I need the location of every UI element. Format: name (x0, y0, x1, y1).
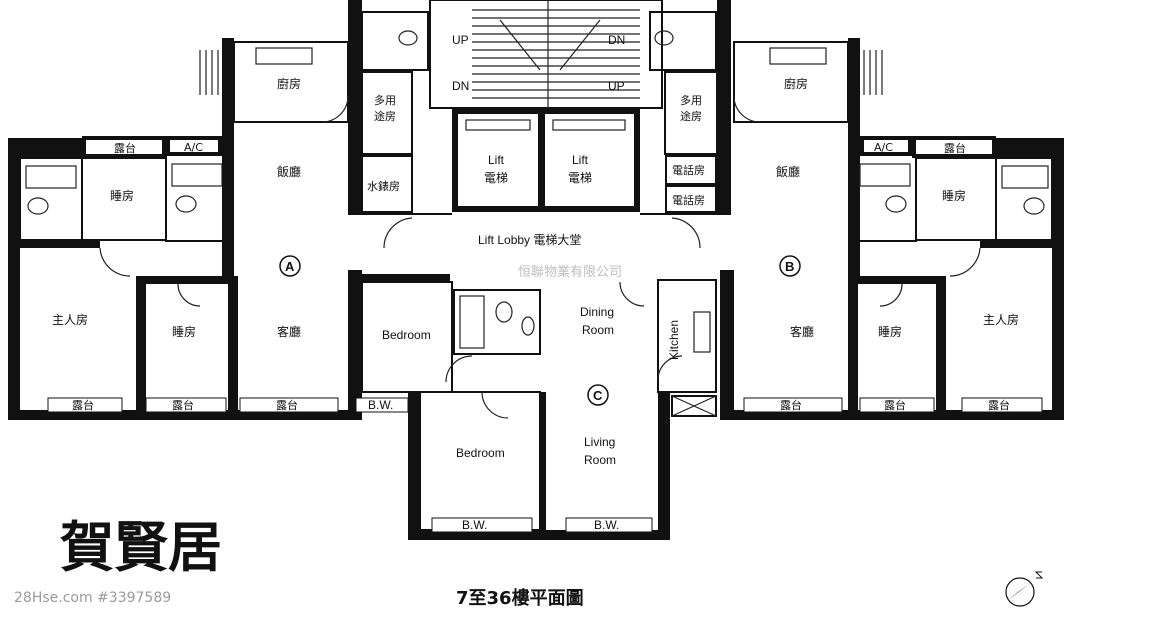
unit-a: 廚房 露台 A/C 睡房 飯廳 A 主人房 睡房 客廳 露 (8, 38, 362, 420)
stair-up-right: UP (608, 79, 625, 93)
unit-c-dining-2: Room (582, 323, 614, 337)
unit-b-marker: B (785, 259, 794, 274)
unit-c-bw-2: B.W. (462, 518, 487, 532)
unit-a-bedroom-1: 睡房 (110, 188, 134, 203)
utility-room-left-2: 途房 (374, 109, 396, 123)
unit-b-bedroom-1: 睡房 (942, 188, 966, 203)
stair-dn-right: DN (608, 33, 625, 47)
utility-room-left-1: 多用 (374, 93, 396, 107)
floor-plan-title: 7至36樓平面圖 (456, 587, 584, 609)
stair-up-left: UP (452, 33, 469, 47)
unit-a-balcony-2: 露台 (172, 398, 194, 412)
unit-a-ac: A/C (184, 141, 203, 154)
unit-b-master-bedroom: 主人房 (983, 312, 1019, 327)
unit-a-dining: 飯廳 (277, 164, 301, 179)
lift-lobby-label: Lift Lobby 電梯大堂 (478, 233, 581, 247)
unit-c-bw-1: B.W. (368, 398, 393, 412)
lift-2-en: Lift (572, 153, 589, 167)
unit-b-dining: 飯廳 (776, 164, 800, 179)
unit-a-marker: A (285, 259, 295, 274)
unit-b-kitchen: 廚房 (784, 76, 808, 91)
utility-room-right-1: 多用 (680, 93, 702, 107)
utility-rooms: 多用 途房 多用 途房 水錶房 電話房 電話房 (361, 71, 718, 213)
unit-b-balcony-3: 露台 (988, 398, 1010, 412)
unit-c-dining-1: Dining (580, 305, 614, 319)
unit-a-balcony-1: 露台 (72, 398, 94, 412)
stair-core: UP DN DN UP (348, 0, 731, 215)
unit-c-marker: C (593, 388, 603, 403)
lift-lobby: Lift Lobby 電梯大堂 (362, 213, 717, 249)
core-toilets (361, 11, 717, 71)
unit-b: 廚房 A/C 露台 睡房 飯廳 B 主人房 睡房 客廳 露台 露台 (720, 38, 1064, 420)
unit-a-kitchen: 廚房 (277, 76, 301, 91)
utility-room-right-2: 途房 (680, 109, 702, 123)
unit-a-top-balcony: 露台 (114, 141, 136, 155)
north-arrow-icon (1005, 571, 1044, 607)
phone-room-1: 電話房 (672, 163, 705, 177)
site-watermark: 28Hse.com #3397589 (14, 590, 171, 606)
unit-c-living-2: Room (584, 453, 616, 467)
water-meter-room: 水錶房 (367, 180, 400, 193)
lift-2-zh: 電梯 (568, 171, 592, 185)
unit-a-balcony-3: 露台 (276, 398, 298, 412)
phone-room-2: 電話房 (672, 193, 705, 207)
unit-c-bw-3: B.W. (594, 518, 619, 532)
lift-1-zh: 電梯 (484, 171, 508, 185)
unit-b-balcony-2: 露台 (884, 398, 906, 412)
agency-watermark: 恒聯物業有限公司 (518, 264, 622, 280)
unit-c-bedroom-2: Bedroom (456, 446, 505, 460)
lift-1-en: Lift (488, 153, 505, 167)
unit-b-living: 客廳 (790, 324, 814, 339)
unit-a-master-bedroom: 主人房 (52, 312, 88, 327)
unit-c-kitchen: Kitchen (667, 320, 681, 360)
lifts: Lift 電梯 Lift 電梯 (452, 108, 640, 212)
building-name-calligraphy: 賀賢居 (60, 515, 222, 579)
unit-b-balcony-1: 露台 (780, 398, 802, 412)
unit-b-top-balcony: 露台 (944, 141, 966, 155)
unit-a-living: 客廳 (277, 324, 301, 339)
unit-c-bedroom-1: Bedroom (382, 328, 431, 342)
unit-b-bedroom-2: 睡房 (878, 324, 902, 339)
unit-c: Bedroom Kitchen Dining Room C Living Roo… (355, 274, 717, 540)
unit-c-living-1: Living (584, 435, 615, 449)
unit-b-ac: A/C (874, 141, 893, 154)
unit-a-bedroom-2: 睡房 (172, 324, 196, 339)
stair-dn-left: DN (452, 79, 469, 93)
